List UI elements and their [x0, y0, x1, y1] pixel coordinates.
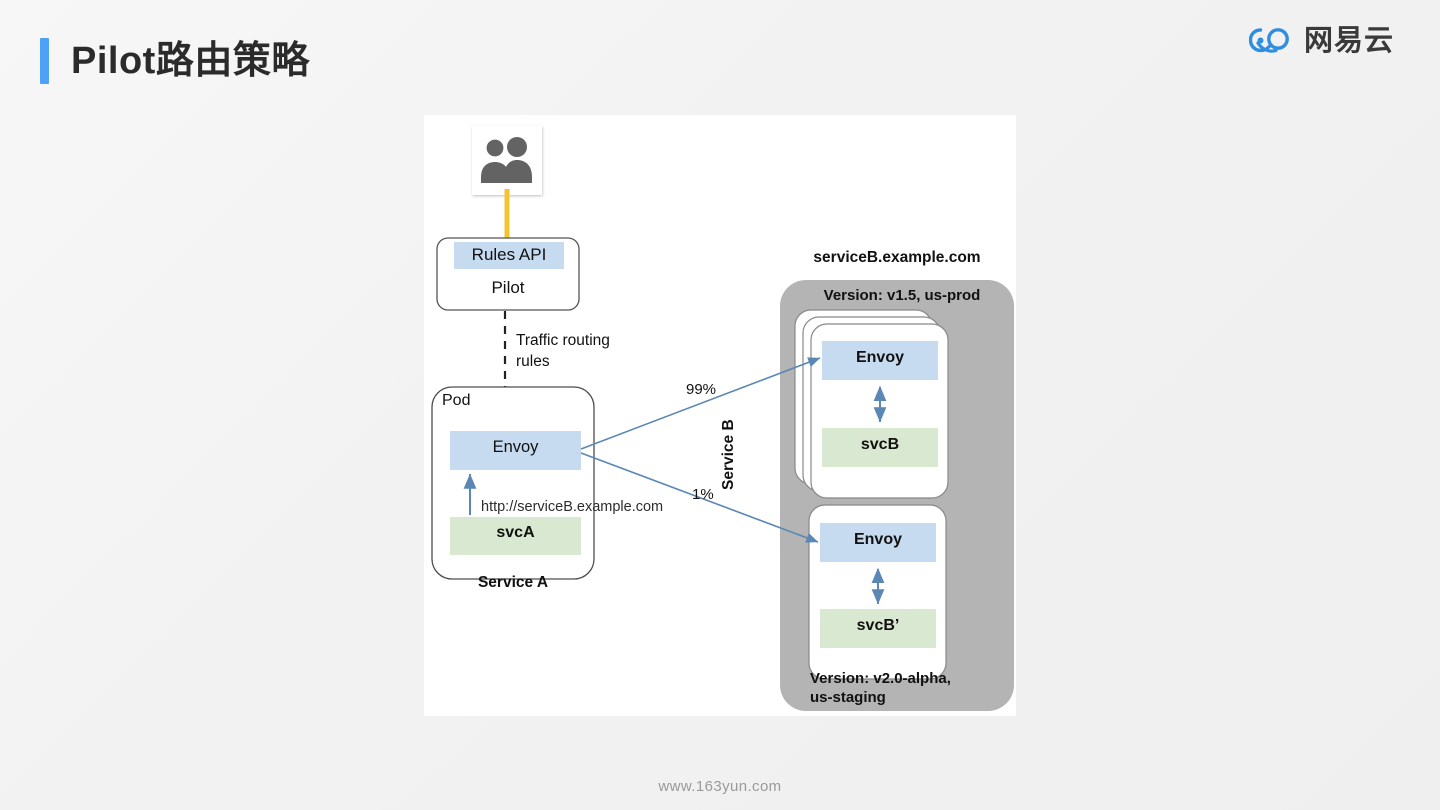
traffic-routing-rules-line2: rules	[516, 353, 550, 370]
service-a-svc-label: svcA	[496, 524, 535, 541]
service-b-v2-svc-label: svcB’	[856, 617, 900, 634]
brand-name: 网易云	[1303, 24, 1394, 57]
service-b-v1-envoy-label: Envoy	[855, 349, 904, 366]
brand-logo: 网易云	[1248, 24, 1394, 58]
users-icon	[472, 126, 542, 195]
route-99-label: 99%	[686, 381, 717, 398]
service-a-caption: Service A	[477, 574, 549, 591]
service-b-side-caption: Service B	[720, 419, 737, 490]
title-accent-bar	[40, 38, 49, 84]
service-b-hostname: serviceB.example.com	[813, 249, 981, 266]
service-a-svc-chip	[450, 517, 581, 555]
rules-api-chip	[454, 242, 564, 269]
route-99-arrow	[580, 357, 821, 450]
service-b-v1-version-label: Version: v1.5, us-prod	[823, 287, 981, 304]
service-b-v1-svc-label: svcB	[860, 436, 900, 453]
service-b-v2-version-label: Version: v2.0-alpha, us-staging	[810, 669, 951, 707]
service-a-envoy-label: Envoy	[492, 438, 539, 456]
title-text: Pilot路由策略	[71, 40, 310, 82]
service-a-envoy-chip	[450, 431, 581, 470]
service-b-v1-envoy-chip	[822, 341, 938, 380]
service-b-v2-version-line1: Version: v2.0-alpha,	[810, 670, 951, 687]
architecture-diagram: Rules API Pilot Traffic routing rules Po…	[424, 115, 1016, 716]
traffic-routing-rules-label: Traffic routing rules	[516, 330, 610, 372]
service-b-group	[780, 280, 1014, 711]
service-b-v2-svc-chip	[820, 609, 936, 648]
service-b-v1-svc-chip	[822, 428, 938, 467]
pilot-box	[436, 237, 580, 311]
service-b-v2-envoy-label: Envoy	[853, 531, 902, 548]
pod-label: Pod	[442, 392, 471, 409]
traffic-routing-rules-line1: Traffic routing	[516, 332, 610, 349]
page-title: Pilot路由策略	[40, 38, 310, 84]
rules-api-label: Rules API	[471, 245, 547, 264]
diagram-canvas	[431, 126, 1014, 711]
service-b-v2-envoy-chip	[820, 523, 936, 562]
service-a-request-url: http://serviceB.example.com	[481, 499, 664, 515]
service-b-v2-version-line2: us-staging	[810, 689, 886, 706]
route-1-label: 1%	[692, 486, 714, 503]
service-a-pod	[431, 386, 595, 580]
route-1-arrow	[580, 452, 819, 543]
pilot-label: Pilot	[491, 278, 525, 297]
footer-url: www.163yun.com	[658, 778, 782, 795]
cloud-icon	[1248, 28, 1289, 53]
